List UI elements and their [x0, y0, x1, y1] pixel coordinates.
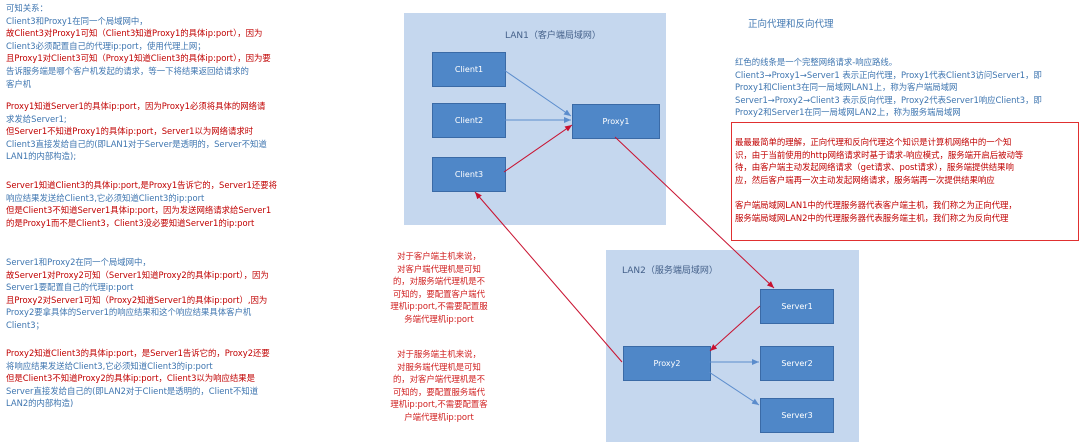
left-line: 且Proxy1对Client3可知（Proxy1知道Client3的具体ip:p…: [6, 53, 271, 64]
left-line: 但是Client3不知道Server1具体ip:port，因为发送网络请求给Se…: [6, 205, 272, 216]
left-para-4: Server1和Proxy2在同一个局域网中， 故Server1对Proxy2可…: [6, 256, 296, 332]
note-line: 务端代理机ip:port: [404, 313, 474, 324]
left-line: 告诉服务端是哪个客户机发起的请求，等一下将结果返回给请求的: [6, 65, 249, 76]
left-line: 客户机: [6, 78, 32, 89]
note-line: 对于客户端主机来说，: [397, 251, 481, 261]
right-line: Server1→Proxy2→Client3 表示反向代理，Proxy2代表Se…: [735, 94, 1042, 105]
note-line: 对于服务端主机来说，: [397, 349, 481, 359]
note-line: 的，对客户端代理机是不: [392, 374, 486, 384]
summary-line: 服务端局域网LAN2中的代理服务器代表服务端主机，我们称之为反向代理: [735, 212, 1009, 223]
right-para: 红色的线条是一个完整网络请求-响应路线。 Client3→Proxy1→Serv…: [735, 56, 1075, 119]
proxy2-node: Proxy2: [623, 346, 711, 381]
note-line: 可知的，要配置客户端代: [392, 288, 486, 299]
note-line: 对服务端代理机是可知: [397, 361, 481, 372]
left-line: Server1知道Client3的具体ip:port,是Proxy1告诉它的，S…: [6, 180, 277, 190]
lan2-title: LAN2（服务端局域网）: [622, 266, 718, 276]
note-line: 理机ip:port,不需要配置客: [390, 399, 488, 409]
note-line: 的，对服务端代理机是不: [392, 276, 486, 286]
left-line: Server1和Proxy2在同一个局域网中，: [6, 257, 151, 267]
right-line: Client3→Proxy1→Server1 表示正向代理，Proxy1代表Cl…: [735, 69, 1042, 80]
server2-node: Server2: [760, 346, 834, 381]
note-line: 户端代理机ip:port: [404, 411, 474, 422]
left-line: Client3必须配置自己的代理ip:port，使用代理上网；: [6, 40, 206, 51]
left-line: 响应结果发送给Client3,它必须知道Client3的ip:port: [6, 192, 205, 203]
left-line: 将响应结果发送给Client3,它必须知道Client3的ip:port: [6, 360, 213, 371]
left-para-1: 可知关系： Client3和Proxy1在同一个局域网中， 故Client3对P…: [6, 2, 296, 90]
client3-to-proxy1-connector: [503, 124, 573, 173]
left-line: 且Proxy2对Server1可知（Proxy2知道Server1的具体ip:p…: [6, 294, 268, 305]
server1-to-proxy2-connector: [709, 305, 761, 352]
left-line: 可知关系：: [6, 3, 48, 13]
server1-node: Server1: [760, 289, 834, 324]
left-line: 但Server1不知道Proxy1的具体ip:port，Server1以为网络请…: [6, 126, 254, 137]
left-line: 的是Proxy1而不是Client3，Client3没必要知道Server1的i…: [6, 217, 255, 228]
summary-para-2: 客户端局域网LAN1中的代理服务器代表客户端主机，我们称之为正向代理， 服务端局…: [735, 199, 1075, 224]
client1-to-proxy1-connector: [503, 69, 572, 117]
left-line: Proxy2知道Client3的具体ip:port，是Server1告诉它的，P…: [6, 348, 270, 358]
left-para-5: Proxy2知道Client3的具体ip:port，是Server1告诉它的，P…: [6, 347, 296, 410]
summary-para-1: 最最最简单的理解，正向代理和反向代理这个知识是计算机网络中的一个知 识，由于当前…: [735, 136, 1075, 186]
left-line: Proxy2要拿具体的Server1的响应结果和这个响应结果具体客户机: [6, 307, 252, 318]
note-line: 理机ip:port,不需要配置服: [390, 301, 488, 311]
proxy1-to-server1-connector: [614, 136, 775, 289]
summary-box: [731, 122, 1079, 241]
summary-line: 客户端局域网LAN1中的代理服务器代表客户端主机，我们称之为正向代理，: [735, 200, 1017, 210]
left-line: Proxy1知道Server1的具体ip:port，因为Proxy1必须将具体的…: [6, 101, 266, 111]
left-line: Client3和Proxy1在同一个局域网中，: [6, 15, 148, 26]
left-line: 但是Client3不知道Proxy2的具体ip:port，Client3以为响应…: [6, 373, 256, 384]
proxy2-to-client3-connector: [474, 191, 623, 363]
right-line: Proxy2和Server1在同一局域网LAN2上，称为服务端局域网: [735, 107, 961, 118]
left-line: 故Client3对Proxy1可知（Client3知道Proxy1的具体ip:p…: [6, 28, 263, 39]
right-line: Proxy1和Client3在同一局域网LAN1上，称为客户端局域网: [735, 82, 958, 93]
summary-line: 待，由客户端主动发起网络请求（get请求、post请求），服务端提供结果响: [735, 162, 1014, 173]
client1-node: Client1: [432, 52, 506, 87]
note-line: 可知的，要配置服务端代: [392, 386, 486, 397]
client3-node: Client3: [432, 157, 506, 192]
summary-line: 应，然后客户端再一次主动发起网络请求，服务端再一次提供结果响应: [735, 174, 995, 185]
summary-line: 最最最简单的理解，正向代理和反向代理这个知识是计算机网络中的一个知: [735, 137, 1012, 147]
proxy2-to-server3-connector: [708, 371, 760, 406]
left-line: 故Server1对Proxy2可知（Server1知道Proxy2的具体ip:p…: [6, 269, 269, 280]
lan1-title: LAN1（客户端局域网）: [505, 31, 601, 41]
summary-line: 识，由于当前使用的http网络请求时基于请求-响应模式，服务端开启后被动等: [735, 149, 1024, 160]
right-title: 正向代理和反向代理: [748, 19, 834, 30]
client2-node: Client2: [432, 103, 506, 138]
note-line: 对客户端代理机是可知: [397, 263, 481, 274]
server3-node: Server3: [760, 398, 834, 433]
left-line: Client3；: [6, 319, 44, 330]
left-para-3: Server1知道Client3的具体ip:port,是Proxy1告诉它的，S…: [6, 179, 296, 229]
left-line: LAN1的内部构造);: [6, 151, 77, 162]
client-side-note: 对于客户端主机来说， 对客户端代理机是可知 的，对服务端代理机是不 可知的，要配…: [378, 250, 500, 325]
right-line: 红色的线条是一个完整网络请求-响应路线。: [735, 57, 898, 67]
left-line: LAN2的内部构造): [6, 398, 74, 409]
left-para-2: Proxy1知道Server1的具体ip:port，因为Proxy1必须将具体的…: [6, 100, 296, 163]
left-line: Server1要配置自己的代理ip:port: [6, 282, 134, 293]
left-line: Client3直接发给自己的(即LAN1对于Server是透明的，Server不…: [6, 138, 267, 149]
left-line: 求发给Server1;: [6, 113, 67, 124]
server-side-note: 对于服务端主机来说， 对服务端代理机是可知 的，对客户端代理机是不 可知的，要配…: [378, 348, 500, 423]
left-line: Server直接发给自己的(即LAN2对于Client是透明的，Client不知…: [6, 385, 259, 396]
